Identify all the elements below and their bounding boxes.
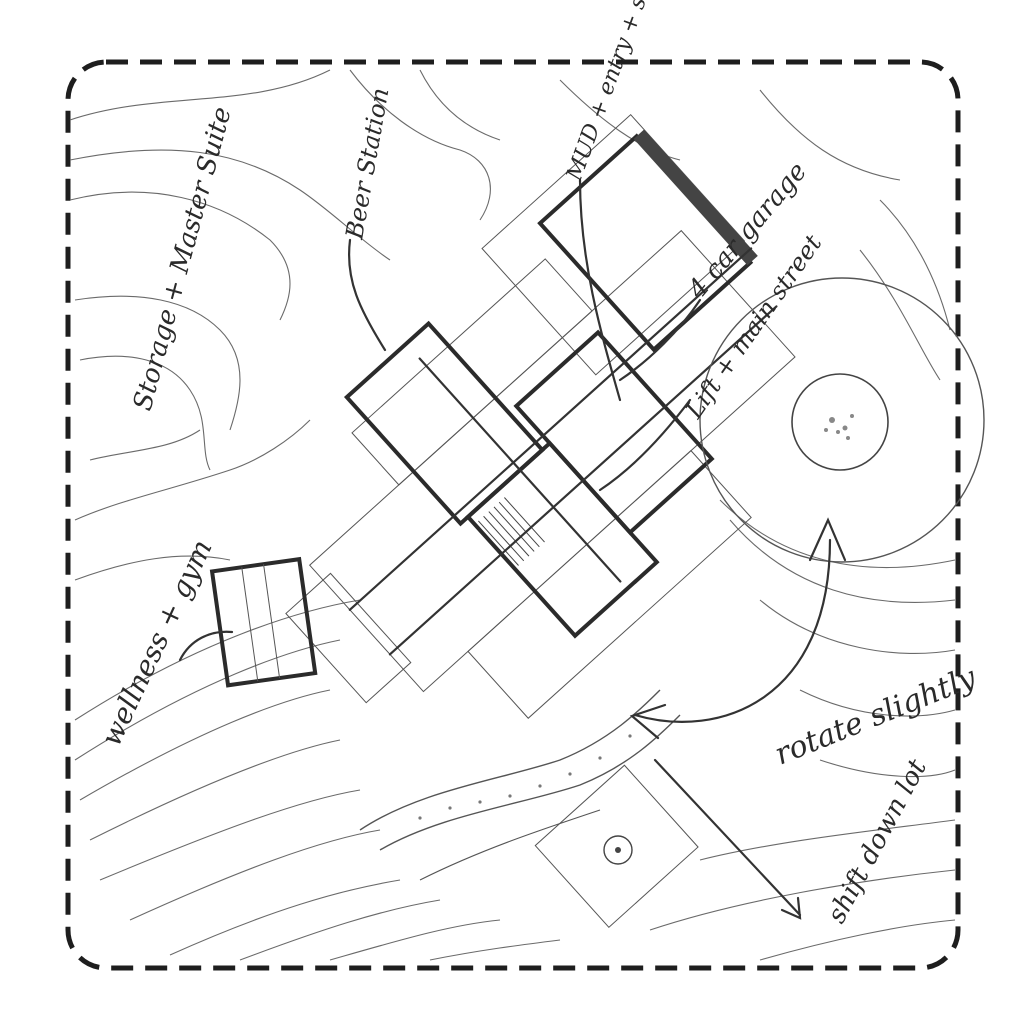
garage-back-wall <box>633 129 758 266</box>
topographic-contours <box>69 69 956 961</box>
note-rotate-slightly: rotate slightly <box>770 660 982 773</box>
rotate-arrow <box>629 517 847 740</box>
east-wing <box>513 329 715 536</box>
note-wellness-gym: wellness + gym <box>94 535 218 751</box>
leader-lines <box>178 178 702 662</box>
fountain <box>603 835 633 865</box>
master-suite-wing <box>343 320 546 527</box>
note-shift-down-lot: shift down lot <box>822 754 934 928</box>
note-beer-station: Beer Station <box>340 86 394 242</box>
motor-court <box>699 277 985 563</box>
lower-plaza <box>534 764 699 929</box>
shift-down-arrow <box>653 758 802 920</box>
wellness-pavilion <box>209 556 318 688</box>
curved-terrace <box>359 689 681 881</box>
central-wing <box>465 440 660 639</box>
building-plan <box>285 113 796 719</box>
